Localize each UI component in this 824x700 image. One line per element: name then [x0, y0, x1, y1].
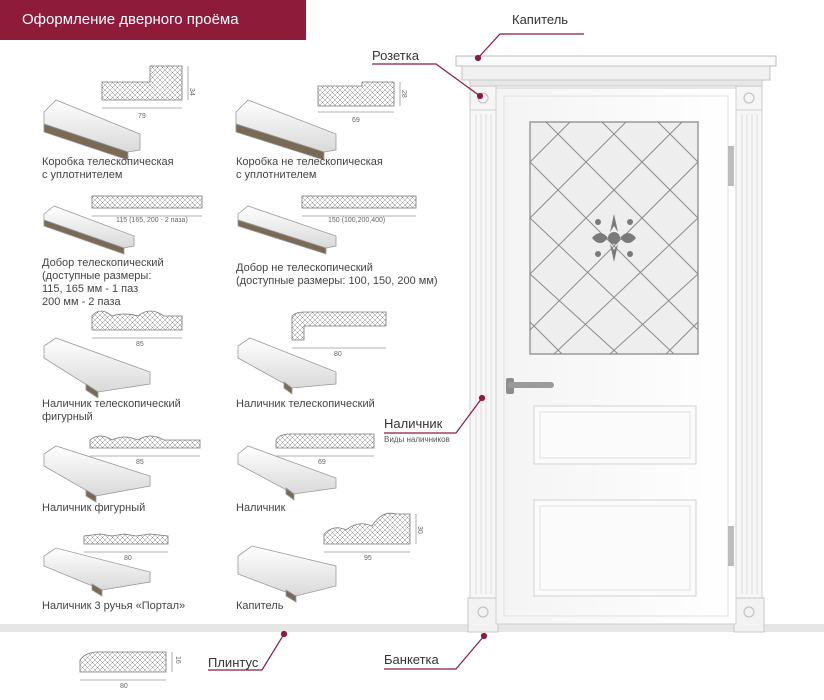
- dim-8-width: 69: [318, 459, 326, 466]
- glass-ornament: [592, 214, 636, 262]
- callout-plintus: Плинтус: [208, 655, 259, 670]
- dim-2-height: 28: [400, 90, 407, 98]
- dim-1-width: 79: [138, 113, 146, 120]
- label-nalichnik-figurny: Наличник фигурный: [42, 502, 146, 514]
- hinge-top-icon: [728, 146, 734, 186]
- label-nalichnik: Наличник: [236, 502, 286, 514]
- dim-9-width: 80: [124, 555, 132, 562]
- callout-banketka: Банкетка: [384, 652, 439, 667]
- callout-nalichnik-sub: Виды наличников: [384, 435, 450, 444]
- hinge-bottom-icon: [728, 526, 734, 566]
- dim-7-width: 85: [136, 459, 144, 466]
- label-nalichnik-portal: Наличник 3 ручья «Портал»: [42, 600, 186, 612]
- dim-plinth-width: 80: [120, 683, 128, 690]
- right-casing: [733, 85, 765, 633]
- profile-renders: [43, 99, 337, 603]
- label-kapitel-item: Капитель: [236, 600, 284, 612]
- label-dobor-non-telescopic: Добор не телескопический (доступные разм…: [236, 262, 438, 287]
- dim-plinth-height: 16: [174, 656, 181, 664]
- dim-4-width: 150 (100,200,400): [328, 217, 385, 224]
- callout-nalichnik: Наличник: [384, 416, 443, 431]
- capital: [455, 55, 777, 87]
- label-nalichnik-tele: Наличник телескопический: [236, 398, 375, 410]
- dim-2-width: 69: [352, 117, 360, 124]
- dim-1-height: 34: [188, 88, 195, 96]
- door-handle: [508, 382, 554, 388]
- callout-rozetka: Розетка: [372, 48, 419, 63]
- left-casing: [467, 85, 499, 633]
- door-panel-upper: [533, 405, 697, 465]
- dim-6-width: 80: [334, 351, 342, 358]
- door-leaf: [495, 87, 737, 625]
- label-box-non-telescopic: Коробка не телескопическая с уплотнителе…: [236, 156, 383, 181]
- door-panel-lower: [533, 499, 697, 597]
- dim-5-width: 85: [136, 341, 144, 348]
- profile-drawings: [79, 65, 417, 681]
- floor: [0, 624, 824, 632]
- dim-3-width: 115 (165, 200 - 2 паза): [116, 217, 188, 224]
- page-title: Оформление дверного проёма: [22, 11, 239, 28]
- label-nalichnik-tele-figurny: Наличник телескопический фигурный: [42, 398, 181, 423]
- callout-kapitel: Капитель: [512, 12, 569, 27]
- header-banner: Оформление дверного проёма: [0, 0, 306, 40]
- label-box-telescopic: Коробка телескопическая с уплотнителем: [42, 156, 174, 181]
- dim-10-height: 30: [416, 526, 423, 534]
- dim-10-width: 95: [364, 555, 372, 562]
- label-dobor-telescopic: Добор телескопический (доступные размеры…: [42, 257, 164, 308]
